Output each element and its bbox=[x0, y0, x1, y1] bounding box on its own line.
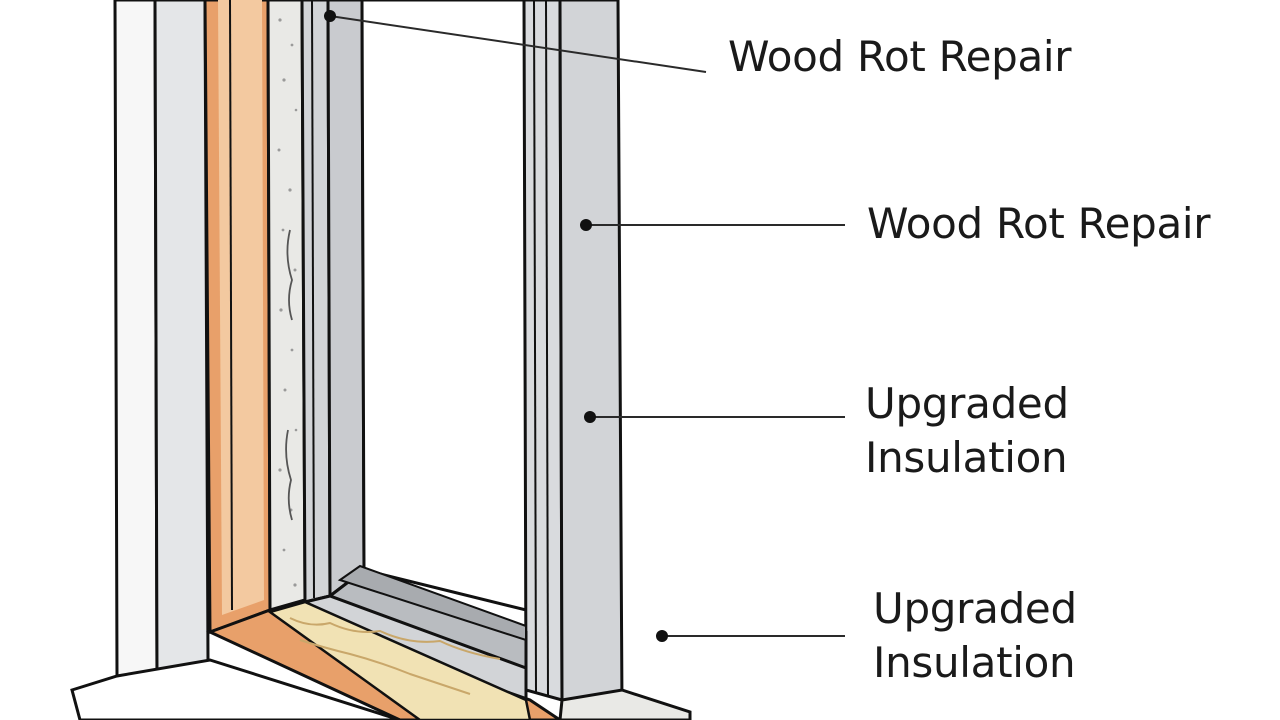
glass-pane bbox=[360, 0, 528, 612]
right-jamb bbox=[522, 0, 624, 708]
callout-text-line-2: Insulation bbox=[865, 433, 1068, 482]
callout-wood-rot-repair-middle: Wood Rot Repair bbox=[867, 197, 1211, 251]
window-sill bbox=[70, 600, 692, 720]
callout-upgraded-insulation-bottom: Upgraded Insulation bbox=[873, 582, 1077, 690]
callout-text: Wood Rot Repair bbox=[867, 199, 1211, 248]
leader-dot-3 bbox=[584, 411, 596, 423]
wood-casing bbox=[203, 0, 272, 635]
leader-dot-2 bbox=[580, 219, 592, 231]
callout-text: Wood Rot Repair bbox=[728, 32, 1072, 81]
leader-dot-1 bbox=[324, 10, 336, 22]
left-wall-trim bbox=[113, 0, 210, 678]
leader-dot-4 bbox=[656, 630, 668, 642]
left-jamb bbox=[300, 0, 366, 604]
leader-lines bbox=[324, 10, 845, 642]
callout-text-line-1: Upgraded bbox=[865, 379, 1069, 428]
callout-text-line-1: Upgraded bbox=[873, 584, 1077, 633]
insulation-strip bbox=[266, 0, 307, 612]
callout-wood-rot-repair-top: Wood Rot Repair bbox=[728, 30, 1072, 84]
leader-line-1 bbox=[329, 15, 707, 73]
callout-upgraded-insulation-middle: Upgraded Insulation bbox=[865, 377, 1069, 485]
callout-text-line-2: Insulation bbox=[873, 638, 1076, 687]
